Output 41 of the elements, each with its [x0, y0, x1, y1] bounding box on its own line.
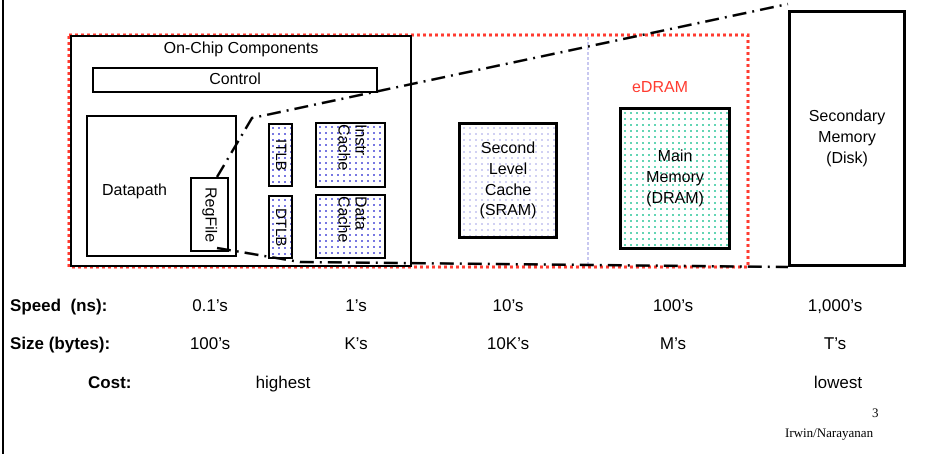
- node-label: Second Level Cache (SRAM): [478, 138, 538, 222]
- text-label: 1,000’s: [806, 295, 864, 316]
- text-label: 100’s: [188, 333, 232, 354]
- zoom-line: [216, 2, 788, 178]
- node-label: RegFile: [202, 186, 218, 242]
- itlb-box: [268, 123, 293, 187]
- text-label: Speed (ns):: [10, 295, 108, 316]
- on-chip-box: [70, 35, 412, 267]
- text-label: T’s: [822, 333, 848, 354]
- register-file-box: [190, 177, 229, 252]
- text-label: Cost:: [88, 372, 132, 394]
- data-cache-box: [315, 194, 386, 259]
- node-label: Instr Cache: [334, 124, 368, 172]
- instruction-cache-box: [315, 122, 386, 188]
- text-label: lowest: [812, 372, 864, 394]
- text-label: 100’s: [652, 295, 694, 316]
- secondary-memory-box: [788, 10, 906, 267]
- zoom-line: [216, 246, 788, 268]
- text-label: Size (bytes):: [10, 333, 110, 354]
- node-label: Main Memory (DRAM): [645, 147, 705, 209]
- main-memory-box: [619, 107, 731, 250]
- text-label: 3: [872, 405, 878, 422]
- text-label: 10K’s: [486, 333, 530, 354]
- node-label: Data Cache: [334, 196, 368, 244]
- dtlb-box: [268, 195, 293, 259]
- text-label: 1’s: [344, 295, 368, 316]
- text-label: 0.1’s: [191, 295, 229, 316]
- datapath-box: [86, 115, 237, 257]
- text-label: highest: [254, 372, 312, 394]
- text-label: M’s: [658, 333, 688, 354]
- text-label: Irwin/Narayanan: [785, 425, 874, 442]
- node-label: DTLB: [273, 208, 288, 246]
- text-label: K’s: [343, 333, 369, 354]
- cache-box: [458, 122, 558, 239]
- control-box: [92, 67, 378, 93]
- node-label: Secondary Memory (Disk): [808, 107, 886, 169]
- node-label: ITLB: [273, 139, 288, 171]
- node-label: On-Chip Components: [162, 39, 320, 59]
- text-label: eDRAM: [630, 78, 689, 98]
- text-label: 10’s: [492, 295, 524, 316]
- node-label: Control: [209, 72, 261, 88]
